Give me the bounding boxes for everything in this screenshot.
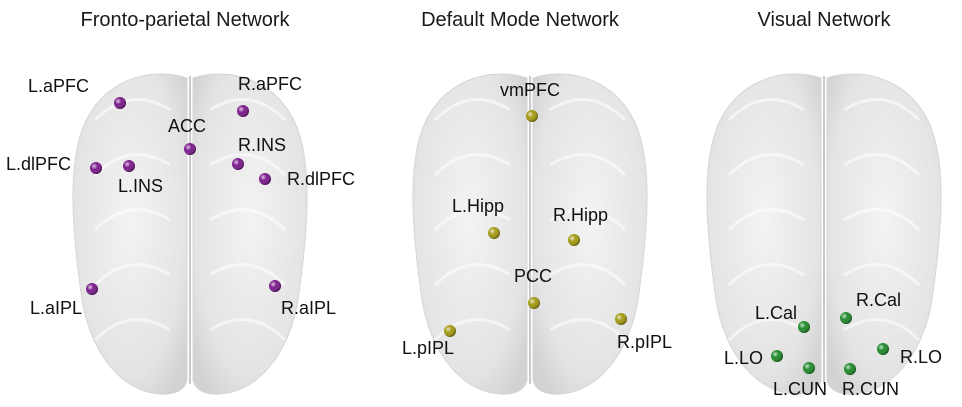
node-highlight [615, 313, 627, 325]
right-hemisphere [826, 73, 942, 395]
node-highlight [259, 173, 271, 185]
node-highlight [840, 312, 852, 324]
gyrus-shading [727, 263, 805, 287]
gyrus-shading [843, 318, 921, 342]
node-label: L.pIPL [402, 338, 455, 358]
node-label: R.aPFC [238, 74, 303, 94]
gyrus-shading [549, 208, 627, 232]
node-highlight [798, 321, 810, 333]
gyrus-shading [93, 98, 171, 122]
node-label: L.aPFC [28, 76, 90, 96]
node-highlight [771, 350, 783, 362]
gyrus-shading [549, 153, 627, 177]
gyrus-shading [843, 98, 921, 122]
panel-title-default-mode: Default Mode Network [421, 9, 619, 31]
gyrus-shading [843, 263, 921, 287]
node-highlight [269, 280, 281, 292]
gyrus-shading [843, 208, 921, 232]
node-highlight [528, 297, 540, 309]
node-highlight [114, 97, 126, 109]
node-label: L.aIPL [30, 298, 83, 318]
gyrus-shading [209, 153, 287, 177]
node-label: R.LO [900, 347, 943, 367]
gyrus-shading [549, 318, 627, 342]
node-label: L.LO [724, 348, 764, 368]
node-label: R.CUN [842, 379, 899, 399]
node-highlight [526, 110, 538, 122]
node-label: R.dlPFC [287, 169, 356, 189]
gyrus-shading [843, 153, 921, 177]
node-label: PCC [514, 266, 553, 286]
node-label: L.dlPFC [6, 154, 72, 174]
node-highlight [86, 283, 98, 295]
node-label: R.Hipp [553, 205, 609, 225]
gyrus-shading [549, 263, 627, 287]
gyrus-shading [433, 153, 511, 177]
gyrus-shading [727, 208, 805, 232]
gyrus-shading [727, 318, 805, 342]
node-label: R.Cal [856, 290, 902, 310]
node-label: L.Cal [755, 303, 798, 323]
left-hemisphere [412, 73, 528, 395]
gyrus-shading [93, 263, 171, 287]
gyrus-shading [433, 98, 511, 122]
node-highlight [444, 325, 456, 337]
gyrus-shading [209, 263, 287, 287]
node-label: R.pIPL [617, 332, 673, 352]
node-label: L.CUN [773, 379, 828, 399]
node-label: L.Hipp [452, 196, 505, 216]
node-highlight [123, 160, 135, 172]
node-highlight [488, 227, 500, 239]
node-label: R.INS [238, 135, 287, 155]
node-label: R.aIPL [281, 298, 337, 318]
gyrus-shading [549, 98, 627, 122]
gyrus-shading [209, 318, 287, 342]
node-highlight [237, 105, 249, 117]
panel-title-fronto-parietal: Fronto-parietal Network [80, 9, 290, 31]
gyrus-shading [209, 98, 287, 122]
gyrus-shading [433, 318, 511, 342]
node-label: vmPFC [500, 80, 560, 100]
gyrus-shading [727, 98, 805, 122]
gyrus-shading [433, 263, 511, 287]
node-label: ACC [168, 116, 207, 136]
gyrus-shading [433, 208, 511, 232]
node-highlight [232, 158, 244, 170]
gyrus-shading [93, 153, 171, 177]
gyrus-shading [727, 153, 805, 177]
left-hemisphere [72, 73, 188, 395]
gyrus-shading [93, 208, 171, 232]
gyrus-shading [209, 208, 287, 232]
gyrus-shading [93, 318, 171, 342]
node-highlight [90, 162, 102, 174]
node-highlight [844, 363, 856, 375]
left-hemisphere [706, 73, 822, 395]
right-hemisphere [192, 73, 308, 395]
node-highlight [803, 362, 815, 374]
node-highlight [877, 343, 889, 355]
node-highlight [568, 234, 580, 246]
node-highlight [184, 143, 196, 155]
panel-title-visual: Visual Network [757, 9, 891, 31]
node-label: L.INS [118, 176, 164, 196]
